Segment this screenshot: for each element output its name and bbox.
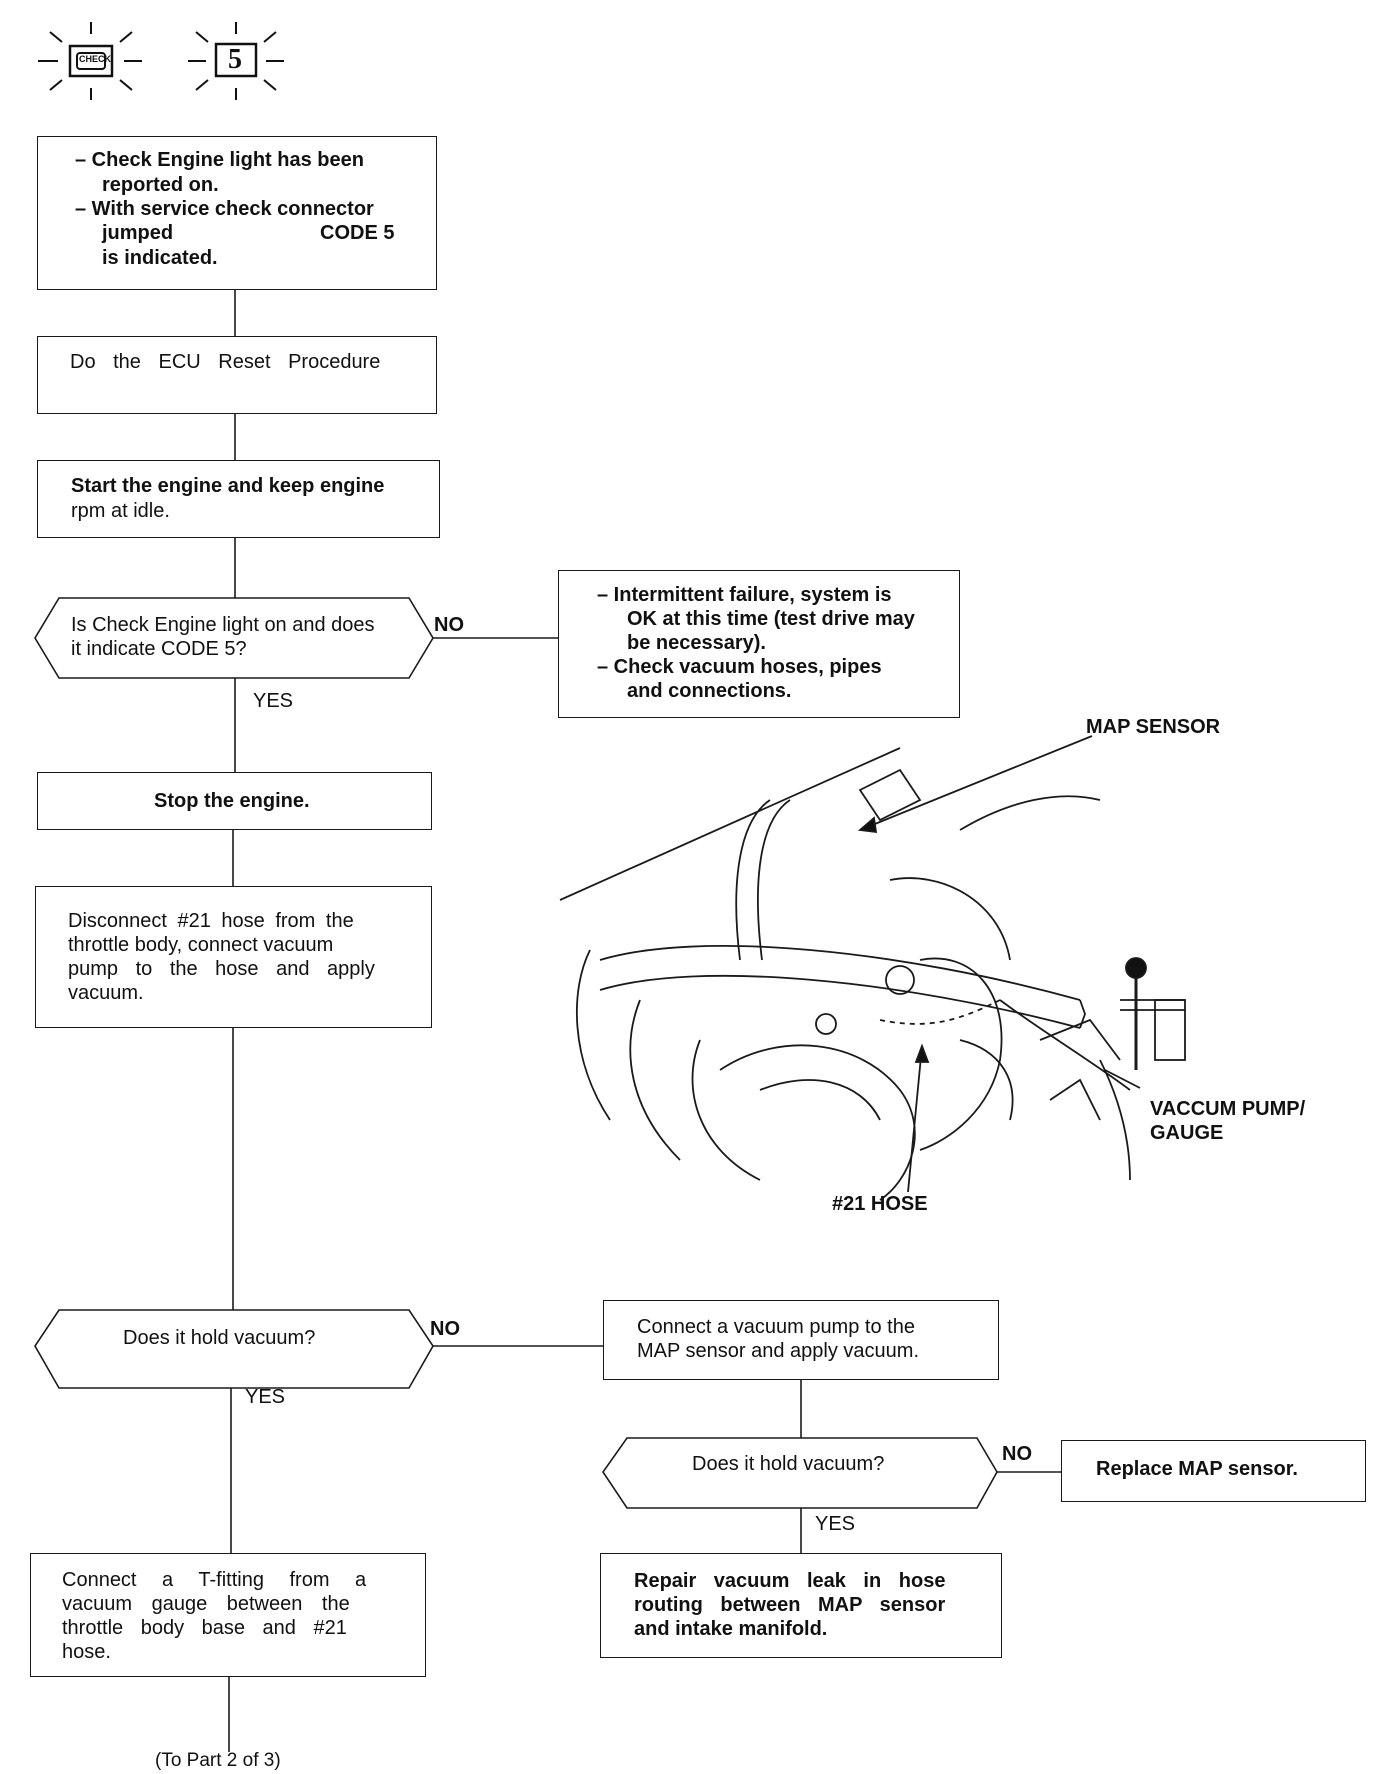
decision-diamond-1 (34, 597, 434, 679)
q3-text: Does it hold vacuum? (692, 1453, 885, 1475)
intermittent-line-1: – Intermittent failure, system is (597, 584, 892, 606)
tfitting-line-2: vacuum gauge between the (62, 1593, 350, 1615)
intermittent-line-4: – Check vacuum hoses, pipes (597, 656, 882, 678)
tfitting-line-1: Connect a T-fitting from a (62, 1569, 367, 1591)
step-intro-box (37, 136, 437, 290)
intro-line-2: reported on. (102, 174, 219, 196)
intro-line-5: is indicated. (102, 247, 218, 269)
step-stop-box (37, 772, 432, 830)
q3-yes-label: YES (815, 1513, 856, 1535)
connect-map-line-1: Connect a vacuum pump to the (637, 1316, 915, 1338)
repair-box (600, 1553, 1002, 1658)
intermittent-line-2: OK at this time (test drive may (627, 608, 915, 630)
tfitting-box (30, 1553, 426, 1677)
disconnect-line-2: throttle body, connect vacuum (68, 934, 334, 956)
q2-yes-label: YES (245, 1386, 286, 1408)
intermittent-line-5: and connections. (627, 680, 792, 702)
engine-illustration (559, 735, 1186, 1201)
tfitting-line-3: throttle body base and #21 (62, 1617, 347, 1639)
pump-label-line-1: VACCUM PUMP/ (1150, 1098, 1306, 1120)
intermittent-line-3: be necessary). (627, 632, 766, 654)
step-reset-box (37, 336, 437, 414)
decision-diamond-3 (602, 1437, 998, 1509)
decision-diamond-2 (34, 1309, 434, 1389)
code-five-icon (188, 22, 284, 100)
intro-line-3: – With service check connector (75, 198, 374, 220)
step-disconnect-box (35, 886, 432, 1028)
check-icon-label: CHECK (79, 54, 112, 64)
q3-no-label: NO (1002, 1443, 1032, 1465)
q1-yes-label: YES (253, 690, 294, 712)
replace-map-box (1061, 1440, 1366, 1502)
disconnect-line-4: vacuum. (68, 982, 144, 1004)
step-start-box (37, 460, 440, 538)
intermittent-box (558, 570, 960, 718)
connect-map-box (603, 1300, 999, 1380)
replace-map-text: Replace MAP sensor. (1096, 1458, 1298, 1480)
continuation-text: (To Part 2 of 3) (155, 1750, 281, 1771)
q1-line-1: Is Check Engine light on and does (71, 614, 375, 636)
start-line-1: Start the engine and keep engine (71, 475, 385, 497)
repair-line-1: Repair vacuum leak in hose (634, 1570, 946, 1592)
stop-text: Stop the engine. (154, 790, 310, 812)
connect-map-line-2: MAP sensor and apply vacuum. (637, 1340, 920, 1362)
intro-line-1: – Check Engine light has been (75, 149, 364, 171)
intro-line-4a: jumped (102, 222, 174, 244)
q2-text: Does it hold vacuum? (123, 1327, 316, 1349)
disconnect-line-1: Disconnect #21 hose from the (68, 910, 354, 932)
q2-no-label: NO (430, 1318, 460, 1340)
disconnect-line-3: pump to the hose and apply (68, 958, 375, 980)
tfitting-line-4: hose. (62, 1641, 111, 1663)
repair-line-2: routing between MAP sensor (634, 1594, 946, 1616)
check-engine-icon (38, 22, 142, 100)
hose-label: #21 HOSE (832, 1193, 928, 1215)
code-number-label: 5 (228, 44, 242, 75)
pump-label-line-2: GAUGE (1150, 1122, 1224, 1144)
intro-line-4b: CODE 5 (320, 222, 395, 244)
repair-line-3: and intake manifold. (634, 1618, 828, 1640)
q1-no-label: NO (434, 614, 464, 636)
q1-line-2: it indicate CODE 5? (71, 638, 247, 660)
start-line-2: rpm at idle. (71, 500, 170, 522)
reset-text: Do the ECU Reset Procedure (70, 351, 381, 373)
map-sensor-label: MAP SENSOR (1086, 716, 1221, 738)
